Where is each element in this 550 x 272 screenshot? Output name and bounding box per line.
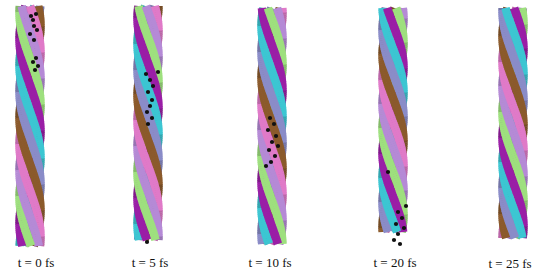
particle-dot [145, 110, 149, 114]
nanotube [20, 6, 41, 246]
strand-segment [25, 242, 34, 245]
strand-segment [26, 6, 35, 9]
strand-segment [143, 190, 152, 193]
particle-group [28, 12, 40, 72]
particle-dot [32, 24, 36, 28]
particle-dot [28, 32, 32, 36]
strand-segment [34, 6, 43, 9]
particle-dot [146, 90, 150, 94]
strand-segment [143, 62, 152, 65]
particle-dot [148, 78, 152, 82]
strand-segment [26, 190, 35, 193]
strand-segment [143, 164, 152, 167]
strand-segment [25, 110, 34, 113]
strand-segment [151, 6, 160, 9]
particle-dot [144, 72, 148, 76]
strand-segment [142, 238, 151, 240]
particle-dot [150, 116, 154, 120]
particle-dot [34, 12, 38, 16]
particle-dot [146, 122, 150, 126]
particle-dot [151, 84, 155, 88]
particle-dot [35, 28, 39, 32]
strand-segment [143, 138, 152, 141]
strand-segment [25, 162, 34, 165]
strand-segment [25, 84, 34, 87]
strand-segment [143, 216, 152, 219]
particle-dot [150, 98, 154, 102]
particle-dot [145, 240, 149, 244]
particle-dot [156, 70, 160, 74]
nanotube [262, 8, 283, 244]
particle-dot [31, 18, 35, 22]
particle-dot [32, 38, 36, 42]
strand-segment [25, 216, 34, 219]
particle-dot [33, 68, 37, 72]
particle-dot [148, 104, 152, 108]
particle-group [144, 70, 160, 244]
particle-dot [29, 14, 33, 18]
particle-dot [34, 56, 38, 60]
strand-segment [18, 244, 27, 246]
strand-segment [25, 136, 34, 139]
strand-segment [143, 10, 152, 13]
strand-segment [36, 6, 45, 9]
particle-dot [36, 64, 40, 68]
strand-segment [143, 36, 152, 39]
particle-dot [31, 60, 35, 64]
nanotube [138, 6, 159, 240]
